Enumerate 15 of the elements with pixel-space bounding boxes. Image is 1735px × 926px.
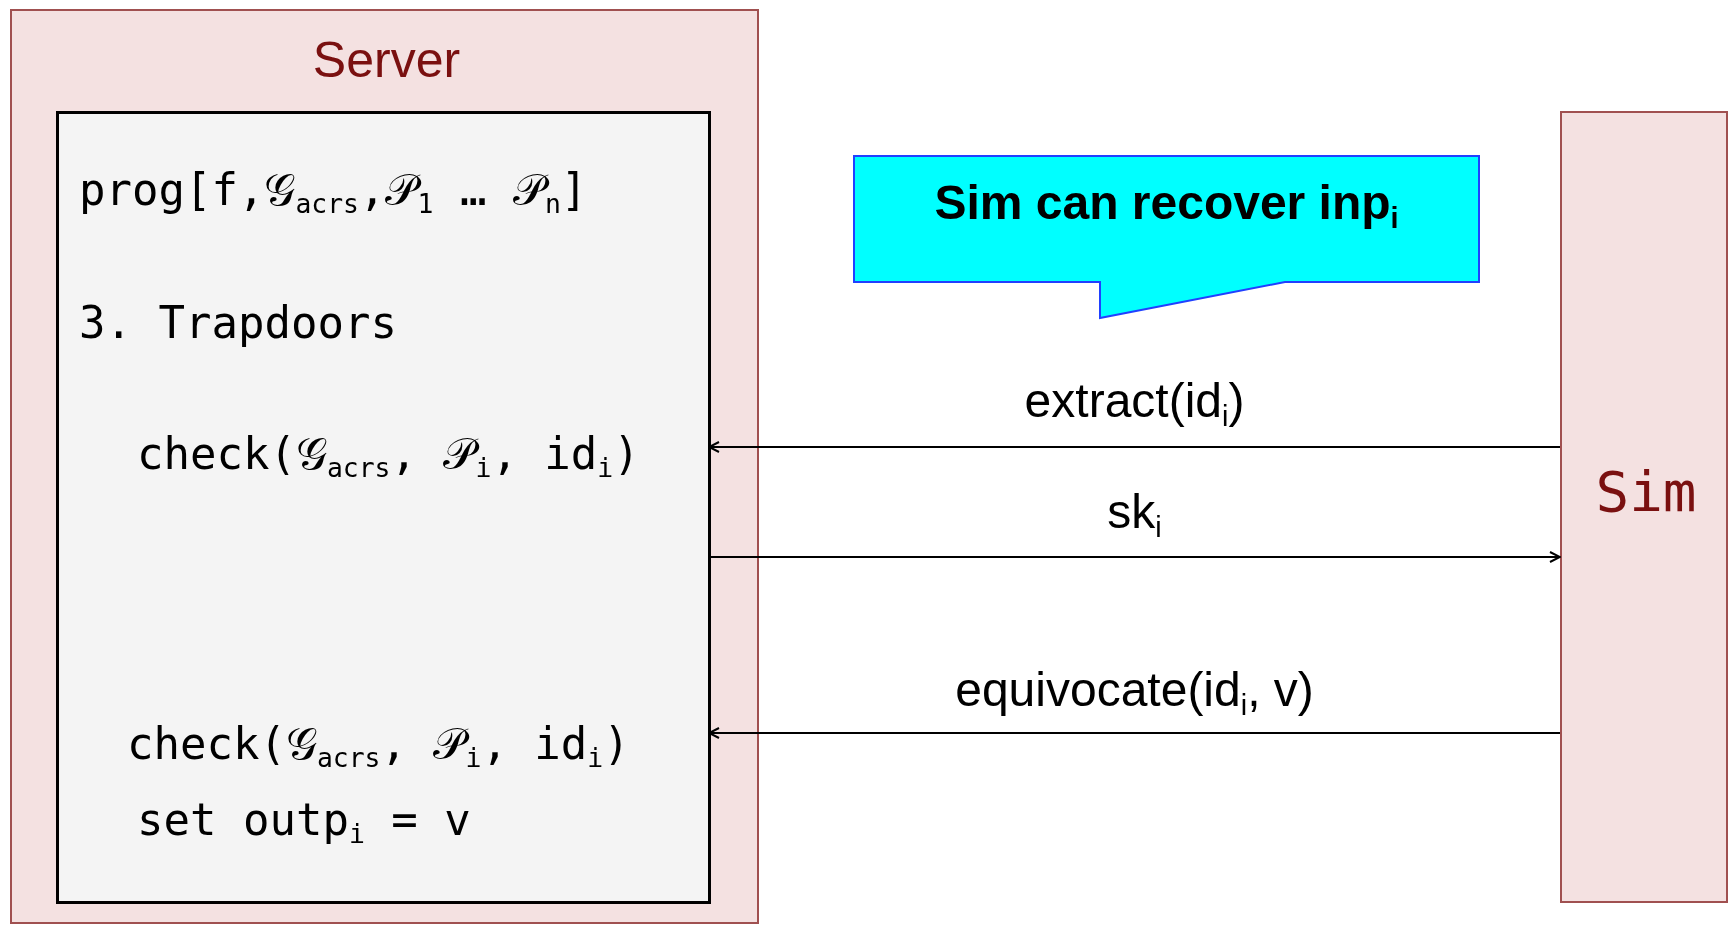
sim-box [1560, 111, 1728, 903]
arrow [708, 441, 1561, 453]
program-heading: prog[f,𝒢$_{acrs}$,𝒫$_{1}$ … 𝒫$_{n}$] [79, 166, 588, 218]
server-panel [10, 9, 759, 924]
callout-text: Sim can recover inp$_{i}$ [933, 177, 1400, 235]
speech-bubble [853, 155, 1480, 320]
server-title: Server [311, 33, 462, 88]
arrow [708, 551, 1561, 563]
check-statement: check(𝒢$_{acrs}$, 𝒫$_{i}$, id$_{i}$) [127, 720, 630, 772]
check-statement: check(𝒢$_{acrs}$, 𝒫$_{i}$, id$_{i}$) [137, 430, 640, 482]
sim-label: Sim [1594, 461, 1698, 523]
arrow [708, 727, 1561, 739]
assignment-statement: set outp$_{i}$ = v [137, 796, 471, 848]
step-heading: 3. Trapdoors [79, 299, 397, 348]
program-box [56, 111, 711, 904]
